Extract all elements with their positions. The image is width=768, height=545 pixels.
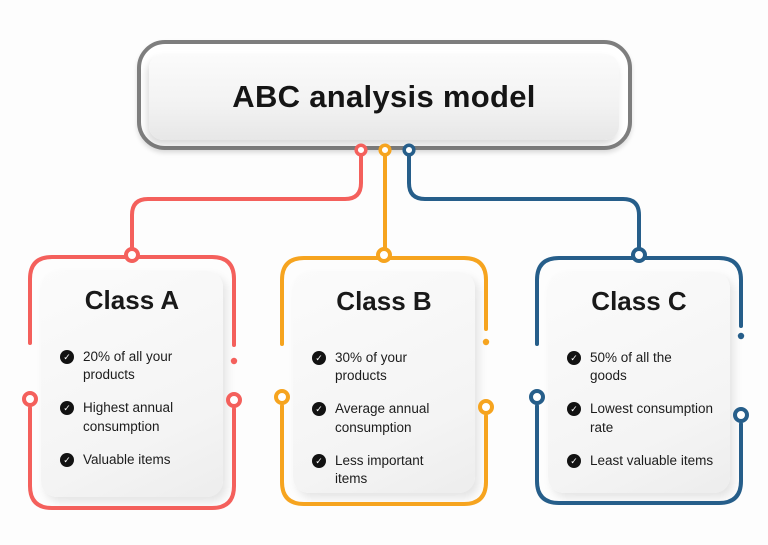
class-a-card: Class A ✓ 20% of all your products ✓ Hig… <box>41 271 223 497</box>
list-item: ✓ Least valuable items <box>567 452 728 470</box>
class-a-left-ring <box>22 391 38 407</box>
list-item: ✓ Lowest consumption rate <box>567 400 728 436</box>
list-item: ✓ 20% of all your products <box>60 348 221 384</box>
item-text: Least valuable items <box>590 452 714 468</box>
item-text: 50% of all the goods <box>590 350 672 384</box>
class-c-dot <box>737 332 745 340</box>
class-a-top-ring <box>124 247 140 263</box>
class-b-source-ring <box>378 143 392 157</box>
class-a-right-ring <box>226 392 242 408</box>
class-a-lines <box>22 143 368 510</box>
class-b-item-list: ✓ 30% of your products ✓ Average annual … <box>293 349 475 488</box>
check-icon: ✓ <box>567 402 581 417</box>
class-b-right-ring <box>478 399 494 415</box>
class-b-top-ring <box>376 247 392 263</box>
list-item: ✓ Average annual consumption <box>312 400 473 436</box>
class-c-card: Class C ✓ 50% of all the goods ✓ Lowest … <box>548 272 730 493</box>
class-c-source-ring <box>402 143 416 157</box>
class-c-lines <box>402 143 749 505</box>
check-icon: ✓ <box>60 401 74 416</box>
class-b-lines <box>274 143 494 506</box>
item-text: 20% of all your products <box>83 349 173 383</box>
list-item: ✓ Highest annual consumption <box>60 399 221 435</box>
list-item: ✓ Valuable items <box>60 451 221 469</box>
diagram-title: ABC analysis model <box>232 79 536 114</box>
class-c-right-ring <box>733 407 749 423</box>
check-icon: ✓ <box>567 453 581 468</box>
class-c-item-list: ✓ 50% of all the goods ✓ Lowest consumpt… <box>548 349 730 470</box>
title-box-panel: ABC analysis model <box>149 54 619 140</box>
item-text: Average annual consumption <box>335 401 430 435</box>
check-icon: ✓ <box>312 453 326 468</box>
class-a-dot <box>230 357 238 365</box>
class-c-top-ring <box>631 247 647 263</box>
item-text: Highest annual consumption <box>83 400 174 434</box>
check-icon: ✓ <box>567 351 581 365</box>
item-text: Lowest consumption rate <box>590 401 714 435</box>
check-icon: ✓ <box>60 350 74 364</box>
item-text: 30% of your products <box>335 350 408 384</box>
check-icon: ✓ <box>312 402 326 417</box>
class-a-item-list: ✓ 20% of all your products ✓ Highest ann… <box>41 348 223 469</box>
item-text: Less important items <box>335 452 424 487</box>
class-c-connector-line <box>407 153 641 250</box>
class-c-left-ring <box>529 389 545 405</box>
class-b-left-ring <box>274 389 290 405</box>
class-a-border-bottom <box>28 406 236 510</box>
item-text: Valuable items <box>83 451 171 467</box>
class-b-dot <box>482 338 490 346</box>
list-item: ✓ 50% of all the goods <box>567 349 728 385</box>
list-item: ✓ Less important items <box>312 452 473 488</box>
class-c-title: Class C <box>591 286 687 316</box>
class-b-border-bottom <box>280 404 488 506</box>
list-item: ✓ 30% of your products <box>312 349 473 385</box>
class-a-source-ring <box>354 143 368 157</box>
class-b-title: Class B <box>336 286 432 316</box>
check-icon: ✓ <box>312 351 326 365</box>
check-icon: ✓ <box>60 452 74 467</box>
class-b-card: Class B ✓ 30% of your products ✓ Average… <box>293 272 475 493</box>
class-a-title: Class A <box>84 285 180 315</box>
class-a-connector-line <box>130 153 363 250</box>
class-c-border-bottom <box>535 404 743 505</box>
